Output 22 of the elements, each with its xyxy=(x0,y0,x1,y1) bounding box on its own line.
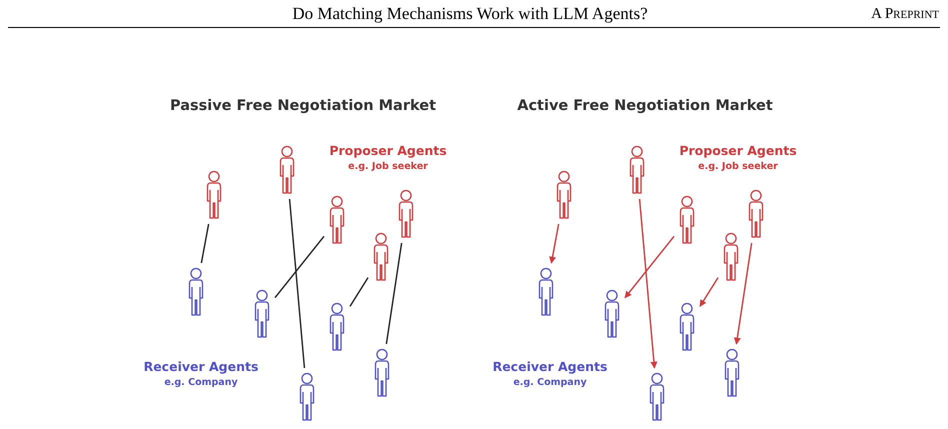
group-subtitle: e.g. Company xyxy=(513,377,587,388)
connector-line xyxy=(386,242,402,344)
group-label: Receiver Agents xyxy=(144,359,258,374)
group-label: Receiver Agents xyxy=(492,359,608,374)
connector-line xyxy=(349,277,369,307)
panel-title: Active Free Negotiation Market xyxy=(517,98,773,114)
group-subtitle: e.g. Company xyxy=(164,377,238,388)
connector-line xyxy=(200,224,210,264)
group-label: Proposer Agents xyxy=(679,143,797,158)
arrow xyxy=(734,242,752,345)
group-label: Proposer Agents xyxy=(329,143,447,158)
arrow xyxy=(699,277,719,307)
arrow xyxy=(624,236,675,298)
header-tag: A Preprint xyxy=(871,6,939,23)
header-title: Do Matching Mechanisms Work with LLM Agents? xyxy=(292,4,648,24)
connector-line xyxy=(274,236,325,298)
arrow xyxy=(549,224,560,264)
connector-line xyxy=(288,198,306,368)
panel-title: Passive Free Negotiation Market xyxy=(170,98,436,114)
arrow xyxy=(638,198,658,369)
group-subtitle: e.g. Job seeker xyxy=(348,161,428,172)
group-subtitle: e.g. Job seeker xyxy=(698,161,778,172)
